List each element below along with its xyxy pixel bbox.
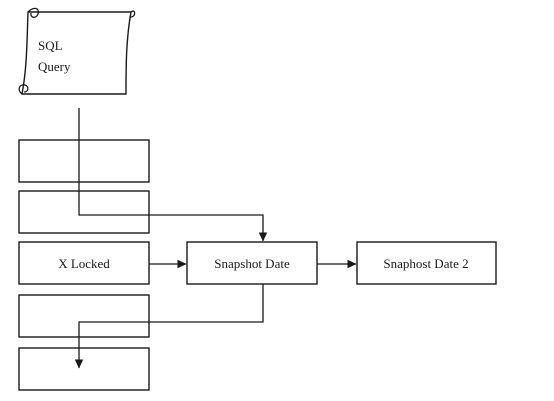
lock-box-stack: X Locked (18, 139, 150, 391)
empty-box-2 (18, 190, 150, 234)
connectors (74, 108, 357, 369)
scroll-top-right-curl (129, 10, 136, 18)
snapshot-version-chain: Snapshot Date Snaphost Date 2 (186, 241, 497, 285)
sql-query-scroll: SQL Query (18, 7, 136, 95)
snapshot-date-2-box (356, 241, 497, 285)
query-to-snapshot-arrow (78, 108, 268, 242)
snapshot-date-box (186, 241, 318, 285)
snapshot-date-label: Snapshot Date (214, 256, 290, 271)
scroll-label-line1: SQL (38, 38, 63, 53)
empty-box-3 (18, 294, 150, 338)
snapshot-to-lower-box-arrow (74, 284, 264, 369)
empty-box-1 (18, 139, 150, 183)
x-locked-label: X Locked (58, 256, 110, 271)
scroll-label-line2: Query (38, 59, 71, 74)
scroll-body (21, 11, 132, 95)
scroll-bottom-curl (18, 84, 29, 95)
snapshot-date-2-label: Snaphost Date 2 (383, 256, 468, 271)
empty-box-4 (18, 347, 150, 391)
x-locked-box (18, 241, 150, 285)
scroll-top-curl (27, 7, 40, 18)
